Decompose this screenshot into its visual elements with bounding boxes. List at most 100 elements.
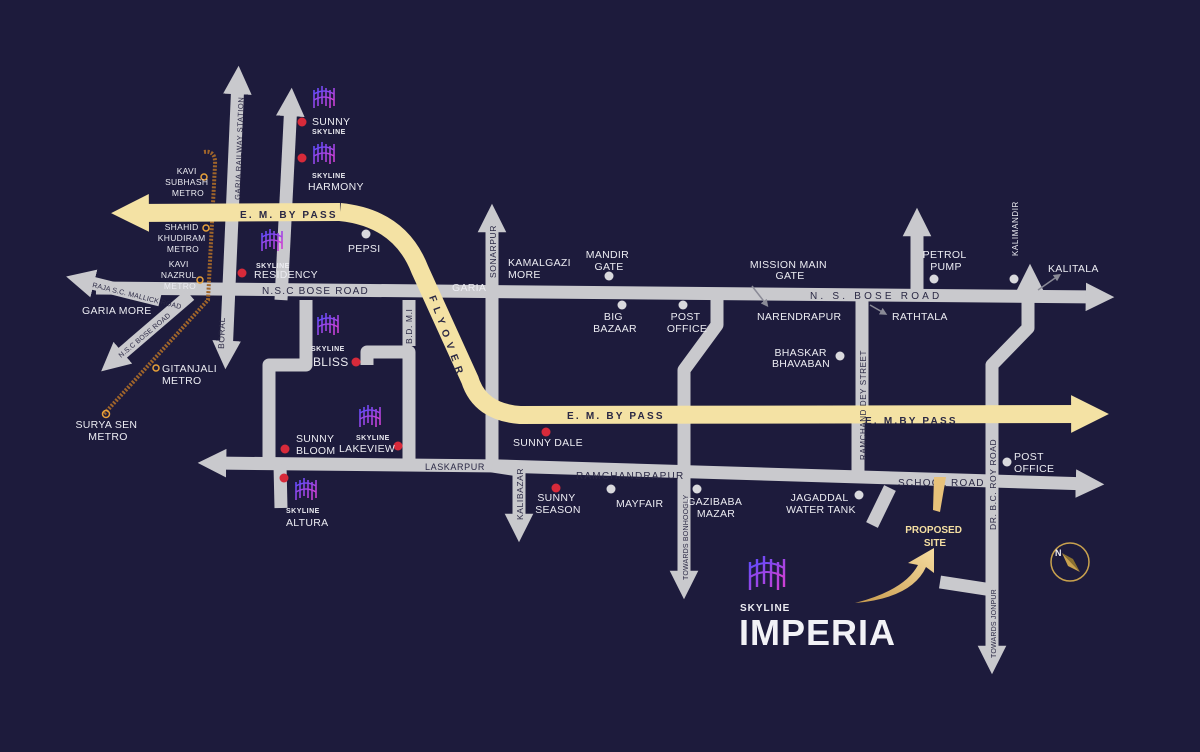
marker-pepsi <box>361 229 371 239</box>
marker-post-office-2 <box>1002 457 1012 467</box>
marker-skyline-altura <box>279 473 289 483</box>
road-label-ramchandrapur: RAMCHANDRAPUR <box>576 471 684 482</box>
arrow-rathtala <box>869 304 888 315</box>
label-mission-main-gate: MISSION MAIN GATE <box>750 259 830 282</box>
station-gitanjali: GITANJALI METRO <box>162 363 220 387</box>
label-garia: GARIA <box>452 282 486 294</box>
label-skyline-harmony: SKYLINE HARMONY <box>308 165 364 193</box>
marker-jagaddal-water-tank <box>854 490 864 500</box>
station-surya-sen: SURYA SEN METRO <box>75 419 140 443</box>
road-label-ns-bose-road: N. S. BOSE ROAD <box>810 291 942 302</box>
proposed-site-arrow-icon <box>855 548 934 603</box>
label-skyline-altura: SKYLINE ALTURA <box>286 500 328 529</box>
proposed-site-plot <box>933 477 946 512</box>
metro-marker-gitanjali <box>152 364 160 372</box>
label-skyline-residency: SKYLINE RESIDENCY <box>254 255 318 281</box>
marker-gazibaba-mazar <box>692 484 702 494</box>
nsc-bose-road <box>95 281 1115 312</box>
label-sunny-bloom: SUNNY BLOOM <box>296 433 337 457</box>
marker-kalimandir <box>1009 274 1019 284</box>
skyline-logo-icon <box>295 478 317 500</box>
station-shahid-khudiram: SHAHID KHUDIRAM METRO <box>158 222 208 254</box>
brand-subtitle: SKYLINE <box>740 603 790 614</box>
towards-bonhoogly-road <box>669 298 724 600</box>
label-sunny-season: SUNNY SEASON <box>535 492 581 516</box>
label-kalimandir: KALIMANDIR <box>1011 201 1020 256</box>
station-kavi-subhash: KAVI SUBHASH METRO <box>165 166 211 198</box>
metro-stations: KAVI SUBHASH METRO SHAHID KHUDIRAM METRO… <box>75 166 220 443</box>
label-sunny-dale: SUNNY DALE <box>513 437 583 449</box>
skyline-logo-icon <box>313 86 335 108</box>
marker-post-office-1 <box>678 300 688 310</box>
metro-marker-kavi-nazrul <box>196 276 204 284</box>
label-rathtala: RATHTALA <box>892 311 948 323</box>
label-sunny-skyline: SUNNY SKYLINE <box>312 112 355 136</box>
landmarks: GARIA MORE PEPSI KAMALGAZI MORE MANDIR G… <box>82 229 1099 520</box>
label-petrol-pump: PETROL PUMP <box>923 249 970 273</box>
road-network <box>66 65 1115 675</box>
road-label-em-bypass-east-1: E. M. BY PASS <box>567 411 665 422</box>
label-bhaskar-bhavaban: BHASKAR BHAVABAN <box>772 347 830 370</box>
road-label-nsc-bose-sw: N.S.C BOSE ROAD <box>118 312 172 359</box>
marker-skyline-residency <box>237 268 247 278</box>
road-label-towards-jonpur: TOWARDS JONPUR <box>991 589 998 658</box>
marker-sunny-season <box>551 483 561 493</box>
label-proposed-site: PROPOSED SITE <box>905 525 964 549</box>
marker-sunny-skyline <box>297 117 307 127</box>
skyline-logo-icon <box>317 313 339 335</box>
road-label-sonarpur: SONARPUR <box>488 225 498 278</box>
projects: SUNNY SKYLINE SKYLINE HARMONY SKYLINE RE… <box>237 86 403 529</box>
marker-skyline-harmony <box>297 153 307 163</box>
marker-skyline-lakeview <box>393 441 403 451</box>
road-label-dr-bc-roy: DR. B.C. ROY ROAD <box>988 439 998 530</box>
label-skyline-lakeview: SKYLINE LAKEVIEW <box>339 427 395 455</box>
marker-bhaskar-bhavaban <box>835 351 845 361</box>
station-kavi-nazrul: KAVI NAZRUL METRO <box>161 259 199 291</box>
label-garia-more: GARIA MORE <box>82 305 152 317</box>
marker-skyline-bliss <box>351 357 361 367</box>
skyline-logo-icon <box>313 142 335 164</box>
imperia-brand: SKYLINE IMPERIA <box>739 556 896 653</box>
road-label-kalibazar: KALIBAZAR <box>515 468 525 520</box>
label-kalitala: KALITALA <box>1048 263 1099 275</box>
road-label-nsc-bose-road: N.S.C BOSE ROAD <box>262 286 369 297</box>
road-label-garia-railway: GARIA RAILWAY STATION <box>233 97 246 201</box>
marker-mayfair <box>606 484 616 494</box>
road-label-laskarpur: LASKARPUR <box>425 462 485 472</box>
label-pepsi: PEPSI <box>348 243 380 255</box>
proposed-site: PROPOSED SITE <box>855 477 964 603</box>
brand-title: IMPERIA <box>739 612 896 653</box>
marker-mandir-gate <box>604 271 614 281</box>
label-jagaddal-water-tank: JAGADDAL WATER TANK <box>786 492 856 516</box>
label-mayfair: MAYFAIR <box>616 498 664 510</box>
skyline-imperia-logo-icon <box>748 556 786 590</box>
label-gazibaba-mazar: GAZIBABA MAZAR <box>687 496 745 520</box>
dr-bc-roy-road <box>977 295 1035 675</box>
label-skyline-bliss: SKYLINE BLISS <box>311 338 349 369</box>
road-label-bdmi: B.D. M.I <box>404 309 414 345</box>
metro-marker-kavi-subhash <box>200 173 208 181</box>
marker-big-bazaar <box>617 300 627 310</box>
road-label-boral: BORAL <box>216 317 227 349</box>
label-kamalgazi-more: KAMALGAZI MORE <box>508 257 574 281</box>
road-label-em-bypass-west: E. M. BY PASS <box>240 210 338 221</box>
metro-marker-shahid-khudiram <box>202 224 210 232</box>
em-bypass <box>111 194 1109 433</box>
nsc-bose-road-sw <box>101 290 195 372</box>
compass-n-label: N <box>1055 548 1062 558</box>
road-label-ramchand-dey: RAMCHAND DEY STREET <box>859 350 868 460</box>
metro-line <box>102 149 218 416</box>
label-post-office-2: POST OFFICE <box>1014 451 1054 475</box>
marker-petrol-pump <box>929 274 939 284</box>
label-post-office-1: POST OFFICE <box>667 311 707 335</box>
raja-sc-mallick-road <box>66 269 162 307</box>
road-label-towards-bonhoogly: TOWARDS BONHOOGLY <box>683 495 690 580</box>
label-mandir-gate: MANDIR GATE <box>586 249 632 273</box>
label-narendrapur: NARENDRAPUR <box>757 311 842 323</box>
skyline-logo-icon <box>359 405 381 427</box>
marker-sunny-dale <box>541 427 551 437</box>
label-big-bazaar: BIG BAZAAR <box>593 311 637 335</box>
compass-icon: N <box>1050 542 1090 582</box>
road-label-em-bypass-east-2: E. M.BY PASS <box>865 416 958 427</box>
